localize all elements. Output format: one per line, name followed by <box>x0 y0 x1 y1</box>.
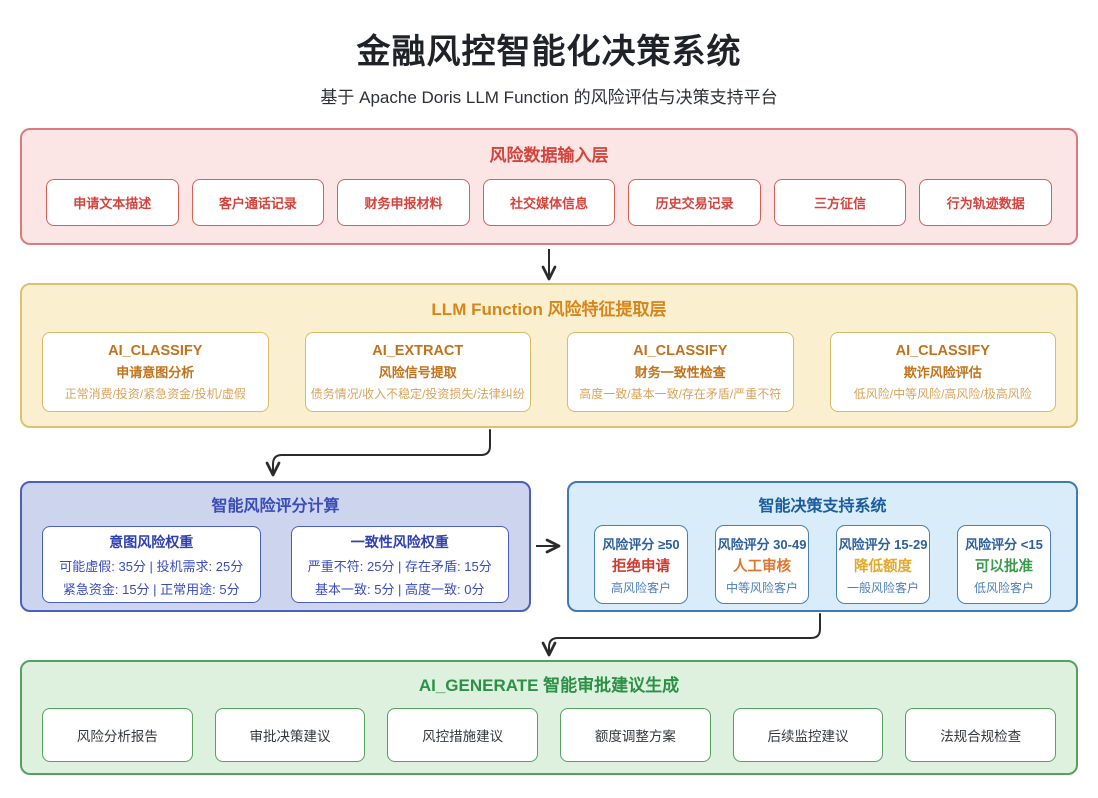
llm-layer-row: AI_CLASSIFY 申请意图分析 正常消费/投资/紧急资金/投机/虚假 AI… <box>22 332 1076 412</box>
weight-line: 紧急资金: 15分 | 正常用途: 5分 <box>62 581 240 597</box>
llm-function-task: 欺诈风险评估 <box>903 364 982 380</box>
scoring-node-consistency-weights: 一致性风险权重 严重不符: 25分 | 存在矛盾: 15分 基本一致: 5分 |… <box>290 526 509 603</box>
weight-line: 严重不符: 25分 | 存在矛盾: 15分 <box>307 558 492 574</box>
rule-segment: 中等风险客户 <box>725 580 798 595</box>
llm-function-name: AI_CLASSIFY <box>633 342 728 359</box>
generate-layer-section: AI_GENERATE 智能审批建议生成 风险分析报告 审批决策建议 风控措施建… <box>20 660 1078 775</box>
rule-action: 人工审核 <box>733 558 791 575</box>
rule-score: 风险评分 ≥50 <box>602 536 680 552</box>
generate-node-risk-report: 风险分析报告 <box>42 708 193 762</box>
llm-node-fraud-risk: AI_CLASSIFY 欺诈风险评估 低风险/中等风险/高风险/极高风险 <box>829 332 1056 412</box>
llm-node-intent-classify: AI_CLASSIFY 申请意图分析 正常消费/投资/紧急资金/投机/虚假 <box>42 332 269 412</box>
generate-node-limit-adjustment: 额度调整方案 <box>560 708 711 762</box>
llm-node-risk-signal-extract: AI_EXTRACT 风险信号提取 债务情况/收入不稳定/投资损失/法律纠纷 <box>304 332 531 412</box>
scoring-node-intent-weights: 意图风险权重 可能虚假: 35分 | 投机需求: 25分 紧急资金: 15分 |… <box>42 526 261 603</box>
generate-layer-row: 风险分析报告 审批决策建议 风控措施建议 额度调整方案 后续监控建议 法规合规检… <box>22 708 1076 762</box>
generate-node-control-measures: 风控措施建议 <box>387 708 539 762</box>
input-node-transaction-history: 历史交易记录 <box>628 179 761 226</box>
decision-section: 智能决策支持系统 风险评分 ≥50 拒绝申请 高风险客户 风险评分 30-49 … <box>567 481 1078 612</box>
llm-node-financial-consistency: AI_CLASSIFY 财务一致性检查 高度一致/基本一致/存在矛盾/严重不符 <box>567 332 794 412</box>
rule-action: 降低额度 <box>854 558 912 575</box>
llm-layer-section: LLM Function 风险特征提取层 AI_CLASSIFY 申请意图分析 … <box>20 283 1078 428</box>
weight-line: 基本一致: 5分 | 高度一致: 0分 <box>314 581 485 597</box>
rule-score: 风险评分 30-49 <box>717 536 807 552</box>
llm-function-outputs: 高度一致/基本一致/存在矛盾/严重不符 <box>579 386 782 401</box>
decision-title: 智能决策支持系统 <box>758 498 887 515</box>
rule-score: 风险评分 15-29 <box>838 536 928 552</box>
arrow-decision-to-generate <box>541 613 821 657</box>
page-subtitle: 基于 Apache Doris LLM Function 的风险评估与决策支持平… <box>320 88 778 107</box>
decision-row: 风险评分 ≥50 拒绝申请 高风险客户 风险评分 30-49 人工审核 中等风险… <box>569 525 1076 604</box>
scoring-section: 智能风险评分计算 意图风险权重 可能虚假: 35分 | 投机需求: 25分 紧急… <box>20 481 531 612</box>
input-node-behavior-trace: 行为轨迹数据 <box>919 179 1053 226</box>
llm-function-name: AI_CLASSIFY <box>895 342 990 359</box>
page-title: 金融风控智能化决策系统 <box>356 33 742 71</box>
decision-node-reject: 风险评分 ≥50 拒绝申请 高风险客户 <box>594 525 688 604</box>
weight-line: 可能虚假: 35分 | 投机需求: 25分 <box>59 558 244 574</box>
rule-segment: 一般风险客户 <box>846 580 919 595</box>
llm-function-outputs: 正常消费/投资/紧急资金/投机/虚假 <box>64 386 246 401</box>
weight-title: 意图风险权重 <box>109 533 194 550</box>
scoring-title: 智能风险评分计算 <box>211 498 340 515</box>
generate-layer-title: AI_GENERATE 智能审批建议生成 <box>418 676 680 695</box>
rule-action: 可以批准 <box>975 558 1033 575</box>
rule-score: 风险评分 <15 <box>965 536 1043 552</box>
llm-function-task: 申请意图分析 <box>116 364 195 380</box>
generate-node-compliance-check: 法规合规检查 <box>905 708 1057 762</box>
arrow-llm-to-scoring <box>265 429 491 477</box>
llm-function-task: 财务一致性检查 <box>634 364 726 380</box>
input-node-call-records: 客户通话记录 <box>191 179 325 226</box>
llm-function-task: 风险信号提取 <box>378 364 457 380</box>
input-node-social-media: 社交媒体信息 <box>482 179 616 226</box>
rule-action: 拒绝申请 <box>612 558 670 575</box>
decision-node-reduce-limit: 风险评分 15-29 降低额度 一般风险客户 <box>836 525 930 604</box>
rule-segment: 低风险客户 <box>973 580 1034 595</box>
decision-node-approve: 风险评分 <15 可以批准 低风险客户 <box>957 525 1051 604</box>
weight-title: 一致性风险权重 <box>350 533 449 550</box>
decision-node-manual-review: 风险评分 30-49 人工审核 中等风险客户 <box>715 525 809 604</box>
llm-layer-title: LLM Function 风险特征提取层 <box>431 300 667 319</box>
llm-function-outputs: 债务情况/收入不稳定/投资损失/法律纠纷 <box>310 386 525 401</box>
input-layer-section: 风险数据输入层 申请文本描述 客户通话记录 财务申报材料 社交媒体信息 历史交易… <box>20 128 1078 245</box>
scoring-row: 意图风险权重 可能虚假: 35分 | 投机需求: 25分 紧急资金: 15分 |… <box>22 526 529 603</box>
llm-function-name: AI_CLASSIFY <box>108 342 203 359</box>
input-node-third-party-credit: 三方征信 <box>773 179 907 226</box>
llm-function-name: AI_EXTRACT <box>372 342 464 359</box>
llm-function-outputs: 低风险/中等风险/高风险/极高风险 <box>853 386 1032 401</box>
generate-node-approval-advice: 审批决策建议 <box>214 708 366 762</box>
input-node-application-text: 申请文本描述 <box>46 179 179 226</box>
input-node-financial-filings: 财务申报材料 <box>337 179 470 226</box>
input-layer-row: 申请文本描述 客户通话记录 财务申报材料 社交媒体信息 历史交易记录 三方征信 … <box>22 179 1076 226</box>
input-layer-title: 风险数据输入层 <box>489 146 609 165</box>
generate-node-followup-monitoring: 后续监控建议 <box>732 708 884 762</box>
rule-segment: 高风险客户 <box>610 580 671 595</box>
